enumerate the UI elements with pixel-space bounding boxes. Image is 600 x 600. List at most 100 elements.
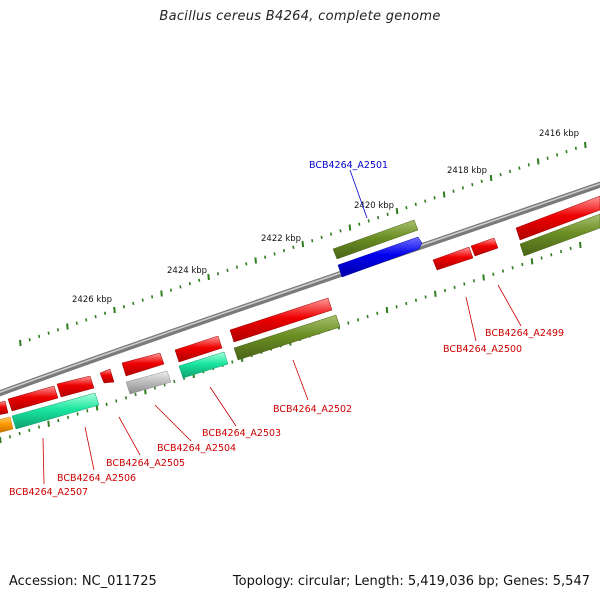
scale-tick-outer <box>38 334 41 339</box>
scale-tick-outer <box>132 301 135 306</box>
scale-tick-outer <box>226 268 229 273</box>
scale-tick-outer <box>433 196 436 200</box>
scale-tick-inner <box>173 379 176 384</box>
scale-tick-inner <box>66 415 70 419</box>
scale-tick-outer <box>518 166 521 170</box>
scale-tick-outer <box>104 311 107 315</box>
gene-label-a2502[interactable]: BCB4264_A2502 <box>273 404 352 415</box>
scale-tick-outer <box>348 224 352 231</box>
scale-tick-outer <box>471 182 474 187</box>
gene-arrow-orange[interactable] <box>0 416 14 433</box>
genome-backbone-highlight <box>0 182 600 393</box>
scale-tick-inner <box>559 249 563 254</box>
scale-tick-inner <box>385 306 389 314</box>
scale-tick-outer <box>508 169 512 174</box>
scale-tick-inner <box>414 298 418 302</box>
scale-tick-inner <box>395 305 398 309</box>
scale-tick-outer <box>405 206 408 210</box>
scale-tick-outer <box>480 179 483 183</box>
gene-label-a2503[interactable]: BCB4264_A2503 <box>202 428 281 439</box>
map-title: Bacillus cereus B4264, complete genome <box>159 9 441 24</box>
scale-tick-inner <box>540 256 543 260</box>
scale-tick-outer <box>113 306 116 314</box>
gene-arrow-a2499b-red[interactable] <box>470 237 499 257</box>
scale-tick-inner <box>8 435 12 439</box>
gene-label-a2505[interactable]: BCB4264_A2505 <box>106 458 185 469</box>
scale-tick-inner <box>231 360 234 364</box>
gene-arrow-mint-mid[interactable] <box>178 351 229 379</box>
gene-label-a2499[interactable]: BCB4264_A2499 <box>485 328 564 339</box>
scale-tick-outer <box>254 257 257 264</box>
scale-tick-inner <box>28 428 31 432</box>
scale-tick-inner <box>453 285 456 289</box>
scale-tick-outer <box>56 328 60 332</box>
scale-tick-outer <box>499 173 502 177</box>
accession-text: Accession: NC_011725 <box>9 574 157 589</box>
scale-tick-inner <box>443 288 447 293</box>
gene-label-a2504[interactable]: BCB4264_A2504 <box>157 443 236 454</box>
gene-arrow-a2505-red[interactable] <box>99 368 115 384</box>
callout-line-a2499 <box>497 284 522 327</box>
gene-arrow-a2501-blue[interactable] <box>337 236 423 278</box>
scale-tick-inner <box>482 274 485 281</box>
gene-arrow-olive-right[interactable] <box>519 213 600 257</box>
scale-tick-inner <box>0 436 2 444</box>
scale-tick-outer <box>574 146 577 150</box>
scale-tick-outer <box>160 290 163 297</box>
gene-arrow-a2499-red[interactable] <box>515 195 600 241</box>
gene-arrow-a2503-red[interactable] <box>174 335 223 363</box>
gene-label-a2501[interactable]: BCB4264_A2501 <box>309 160 388 171</box>
scale-tick-outer <box>207 273 210 281</box>
scale-tick-inner <box>376 311 379 315</box>
scale-tick-outer <box>28 338 31 342</box>
scale-tick-outer <box>546 156 549 160</box>
gene-arrow-a2500-red[interactable] <box>432 246 474 271</box>
callout-line-a2500 <box>465 296 477 342</box>
scale-label-2416: 2416 kbp <box>539 129 579 139</box>
gene-arrow-edge-red[interactable] <box>0 400 9 415</box>
scale-tick-inner <box>424 295 427 299</box>
gene-arrow-a2502-red[interactable] <box>229 297 333 343</box>
scale-tick-outer <box>489 174 493 182</box>
scale-tick-inner <box>405 301 408 306</box>
gene-label-a2506[interactable]: BCB4264_A2506 <box>57 473 136 484</box>
gene-arrow-mint-left[interactable] <box>11 392 100 430</box>
scale-tick-outer <box>85 318 88 322</box>
scale-tick-outer <box>386 212 389 216</box>
gene-arrow-olive-mid[interactable] <box>233 314 341 361</box>
scale-label-2426: 2426 kbp <box>72 295 112 305</box>
scale-tick-outer <box>584 141 587 149</box>
scale-tick-outer <box>282 248 286 253</box>
scale-tick-inner <box>366 314 369 319</box>
scale-tick-inner <box>57 418 60 423</box>
gene-arrow-a2506-red[interactable] <box>56 375 95 398</box>
callout-line-a2506 <box>84 426 95 471</box>
scale-tick-outer <box>141 298 144 302</box>
scale-tick-outer <box>179 285 182 289</box>
callout-line-a2503 <box>209 386 237 427</box>
scale-tick-inner <box>86 409 89 413</box>
scale-tick-outer <box>122 305 125 309</box>
scale-tick-outer <box>217 272 220 276</box>
scale-tick-inner <box>18 431 21 436</box>
gene-label-a2507[interactable]: BCB4264_A2507 <box>9 487 88 498</box>
gene-label-a2500[interactable]: BCB4264_A2500 <box>443 344 522 355</box>
scale-tick-outer <box>75 321 78 325</box>
scale-tick-outer <box>301 240 305 248</box>
scale-tick-inner <box>134 392 137 397</box>
gene-arrow-a2504-red[interactable] <box>121 352 165 377</box>
scale-tick-outer <box>245 262 248 266</box>
scale-tick-outer <box>151 295 154 299</box>
scale-tick-outer <box>414 202 417 207</box>
scale-tick-inner <box>501 269 505 273</box>
scale-tick-outer <box>292 245 295 249</box>
gene-arrow-a2501-olive[interactable] <box>332 219 419 260</box>
gene-arrow-a2507-red[interactable] <box>7 385 59 412</box>
scale-label-2422: 2422 kbp <box>261 234 301 244</box>
scale-tick-inner <box>347 321 350 325</box>
gene-arrow-gray[interactable] <box>125 370 172 395</box>
scale-tick-inner <box>124 396 128 400</box>
scale-tick-inner <box>569 246 572 250</box>
scale-tick-outer <box>442 191 446 198</box>
